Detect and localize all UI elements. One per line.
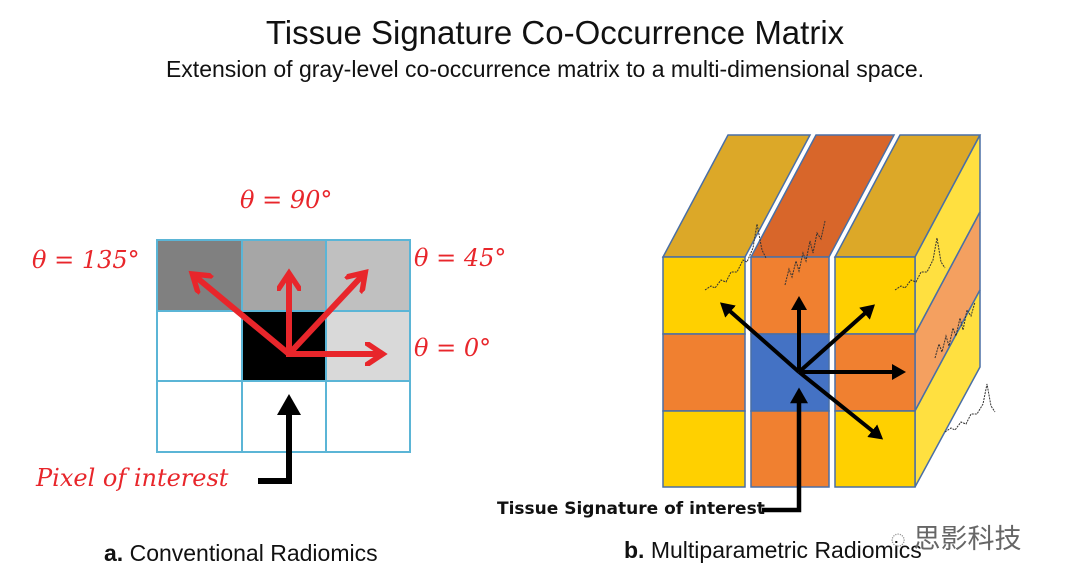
- caption-b-letter: b.: [624, 537, 645, 563]
- grid-cell: [157, 311, 242, 381]
- angle-90-label: θ = 90°: [240, 186, 333, 214]
- pointer-arrow-b: [762, 387, 808, 513]
- tissue-signature-label: Tissue Signature of interest: [497, 499, 765, 519]
- caption-a-text: Conventional Radiomics: [123, 540, 378, 566]
- signal-waveforms: [704, 220, 996, 433]
- angle-135-label: θ = 135°: [32, 246, 140, 274]
- caption-a: a. Conventional Radiomics: [104, 540, 378, 567]
- watermark: ◌ 思影科技: [890, 517, 1022, 556]
- diagram-title: Tissue Signature Co-Occurrence Matrix: [265, 14, 845, 51]
- arrow-45-deg: [286, 276, 362, 357]
- grid-cell: [157, 240, 242, 311]
- arrow-135-deg: [196, 277, 291, 357]
- pointer-arrow-a: [258, 394, 301, 484]
- tissue-direction-arrows: [719, 296, 906, 440]
- wechat-icon: ◌: [890, 524, 914, 554]
- tissue-cube: [661, 134, 982, 488]
- caption-a-letter: a.: [104, 540, 124, 566]
- watermark-text: 思影科技: [913, 524, 1022, 554]
- grid-cell: [326, 381, 410, 452]
- angle-0-label: θ = 0°: [414, 334, 492, 362]
- grid-cell: [326, 311, 410, 381]
- diagram-subtitle: Extension of gray-level co-occurrence ma…: [165, 56, 925, 82]
- angle-45-label: θ = 45°: [414, 244, 507, 272]
- pixel-of-interest-label: Pixel of interest: [36, 464, 229, 492]
- caption-b: b. Multiparametric Radiomics: [624, 537, 922, 564]
- grid-cell: [157, 381, 242, 452]
- caption-b-text: Multiparametric Radiomics: [644, 537, 922, 563]
- direction-arrows: [196, 276, 378, 354]
- grid-cell: [242, 381, 326, 452]
- grid-cell: [242, 240, 326, 311]
